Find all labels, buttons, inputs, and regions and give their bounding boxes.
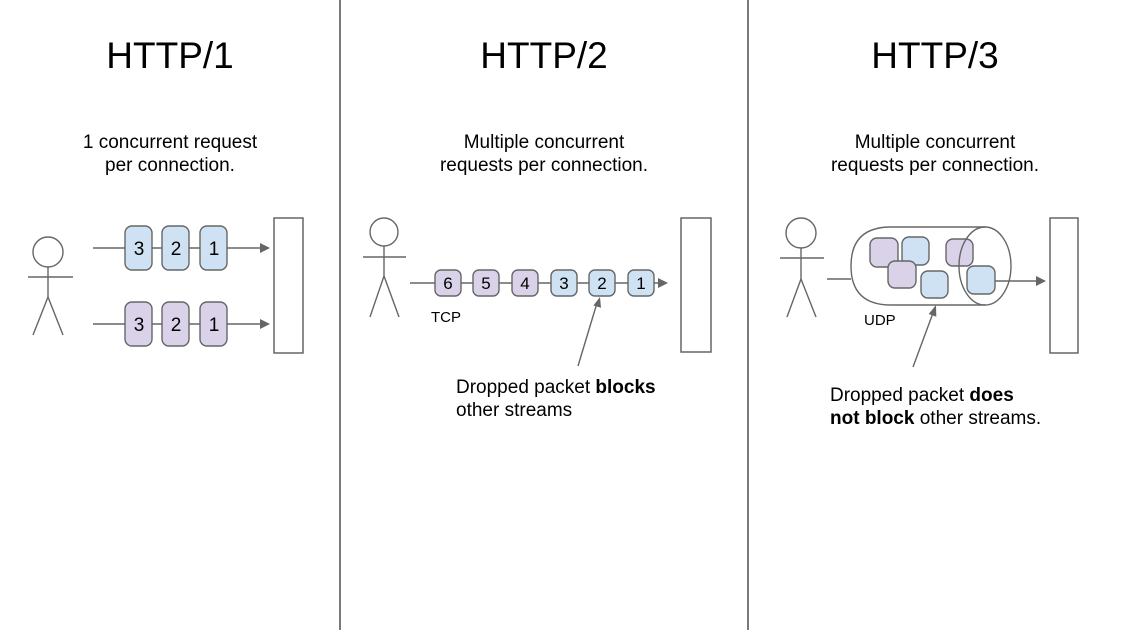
packet — [124, 301, 153, 347]
http1-stream2-arrowhead-icon — [260, 319, 270, 329]
packet — [199, 301, 228, 347]
http2-client-figure — [363, 217, 406, 318]
column-divider-1 — [339, 0, 341, 630]
annotation-bold-text: does — [969, 385, 1014, 406]
packet-label: 3 — [134, 315, 145, 336]
packet-label: 1 — [209, 239, 220, 260]
http2-subtitle: Multiple concurrent requests per connect… — [439, 132, 649, 176]
packet-label: 3 — [559, 274, 568, 293]
packet-label: 4 — [520, 274, 529, 293]
packet — [920, 270, 949, 299]
packet — [511, 269, 539, 297]
annotation-text: other streams. — [914, 408, 1042, 429]
packet — [161, 225, 190, 271]
packet — [550, 269, 578, 297]
packet — [869, 237, 899, 268]
http3-callout-arrow-line — [912, 312, 934, 368]
annotation-text: Dropped packet — [456, 377, 596, 398]
packet — [588, 269, 616, 297]
packet-label: 2 — [171, 239, 182, 260]
packet-label: 3 — [134, 239, 145, 260]
annotation-text: other streams — [456, 400, 573, 421]
annotation-bold-text: blocks — [595, 377, 656, 398]
tcp-label: TCP — [431, 309, 461, 326]
annotation-bold-text: not block — [830, 408, 915, 429]
http3-callout-arrowhead-icon — [928, 305, 937, 317]
http3-out-arrowhead-icon — [1036, 276, 1046, 286]
packet — [966, 265, 996, 295]
packet — [472, 269, 500, 297]
packet — [434, 269, 462, 297]
udp-tunnel-body — [850, 226, 985, 306]
http2-annotation: Dropped packet blocks other streams — [456, 376, 656, 422]
packet-label: 2 — [171, 315, 182, 336]
http1-stream1-arrowhead-icon — [260, 243, 270, 253]
http3-server — [1049, 217, 1079, 354]
http2-server — [680, 217, 712, 353]
http3-subtitle: Multiple concurrent requests per connect… — [830, 132, 1040, 176]
http2-stream-arrowhead-icon — [658, 278, 668, 288]
udp-label: UDP — [864, 312, 896, 329]
http3-annotation: Dropped packet does not block other strea… — [830, 384, 1041, 430]
http1-subtitle: 1 concurrent request per connection. — [82, 132, 258, 176]
packet-label: 2 — [597, 274, 606, 293]
figure-head — [32, 236, 64, 268]
figure-head — [785, 217, 817, 249]
packet-label: 5 — [481, 274, 490, 293]
udp-tunnel-end — [958, 226, 1012, 306]
http1-client-figure — [28, 236, 73, 336]
packet-label: 1 — [636, 274, 645, 293]
packet — [124, 225, 153, 271]
http3-title: HTTP/3 — [871, 35, 999, 76]
column-divider-2 — [747, 0, 749, 630]
http2-callout-arrowhead-icon — [593, 297, 601, 308]
packet-label: 1 — [209, 315, 220, 336]
http2-title: HTTP/2 — [480, 35, 608, 76]
packet — [627, 269, 655, 297]
packet — [199, 225, 228, 271]
http1-server — [273, 217, 304, 354]
annotation-text: Dropped packet — [830, 385, 970, 406]
packet — [161, 301, 190, 347]
http3-client-figure — [780, 217, 824, 318]
packet-label: 6 — [443, 274, 452, 293]
figure-head — [369, 217, 399, 247]
http1-title: HTTP/1 — [106, 35, 234, 76]
http2-callout-arrow-line — [577, 302, 598, 367]
packet — [887, 260, 917, 289]
